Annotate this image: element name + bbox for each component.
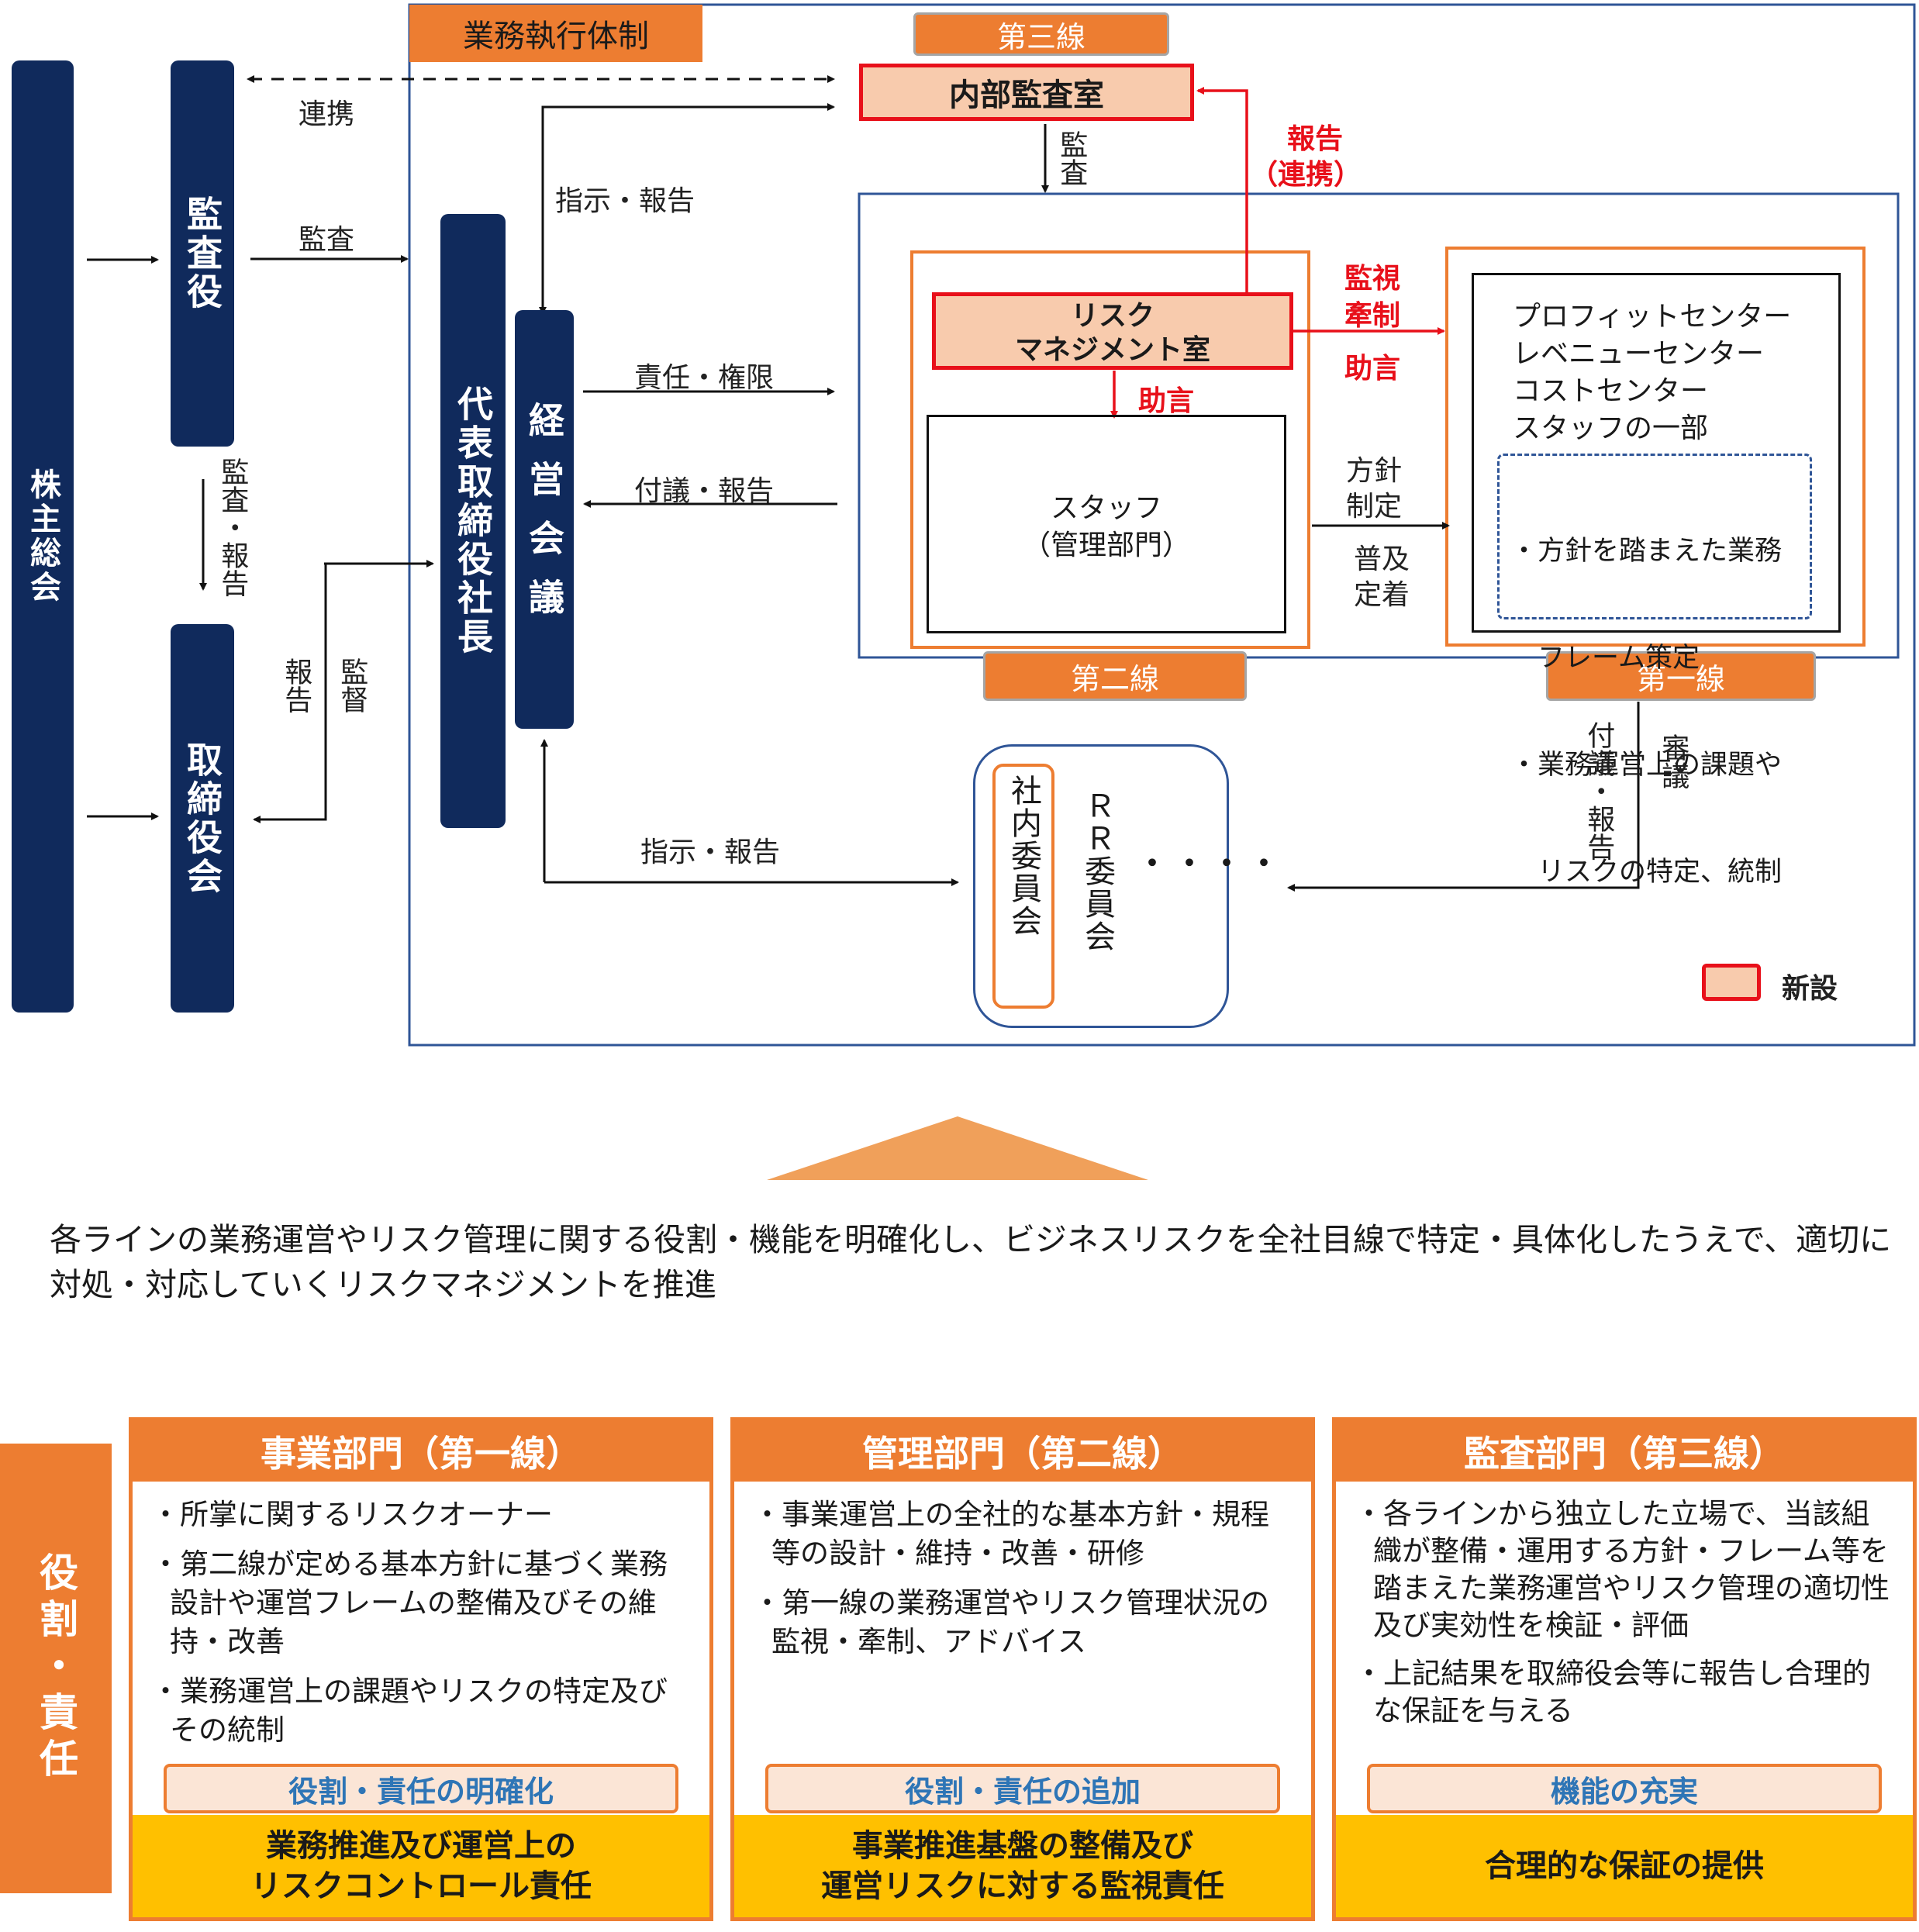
column-audit-pill: 機能の充実 [1367, 1764, 1882, 1813]
summary-text: 各ラインの業務運営やリスク管理に関する役割・機能を明確化し、ビジネスリスクを全社… [50, 1221, 1892, 1303]
first-line-duties: ・方針を踏まえた業務 フレーム策定 ・業務運営上の課題や リスクの特定、統制 [1497, 454, 1812, 888]
roles-side-label: 役割・責任 [0, 1444, 112, 1893]
staff-box: スタッフ（管理部門） [927, 415, 1286, 633]
shareholders-meeting: 株主総会 [12, 60, 74, 1013]
column-audit-title: 監査部門（第三線） [1336, 1421, 1913, 1482]
execution-frame [408, 3, 1916, 1047]
column-audit-footer: 合理的な保証の提供 [1336, 1815, 1913, 1917]
label-renkei: 連携 [299, 98, 355, 130]
label-sekinin: 責任・権限 [634, 362, 775, 394]
third-line-tag: 第三線 [913, 12, 1169, 56]
column-management: 管理部門（第二線） ・事業運営上の全社的な基本方針・規程等の設計・維持・改善・研… [730, 1417, 1315, 1921]
column-business: 事業部門（第一線） ・所掌に関するリスクオーナー ・第二線が定める基本方針に基づ… [129, 1417, 713, 1921]
label-jogen-right: 助言 [1344, 353, 1401, 385]
committees-group: 社内委員会 ＲＲ委員会 ・・・・ [973, 744, 1279, 1028]
first-line-frame [1445, 247, 1866, 647]
label-kansa-inner: 監査 [1055, 130, 1088, 186]
management-meeting: 経営会議 [515, 310, 574, 729]
label-teichaku: 定着 [1354, 579, 1410, 611]
risk-management-office: リスクマネジメント室 [932, 292, 1293, 370]
column-business-title: 事業部門（第一線） [133, 1421, 709, 1482]
internal-committee: 社内委員会 [992, 764, 1054, 1009]
label-kantoku: 監督 [336, 657, 368, 713]
column-business-footer: 業務推進及び運営上のリスクコントロール責任 [133, 1815, 709, 1917]
label-shingi: 審議 [1657, 733, 1689, 789]
column-management-title: 管理部門（第二線） [734, 1421, 1311, 1482]
label-jogen-down: 助言 [1138, 385, 1195, 417]
board-of-directors: 取締役会 [171, 624, 234, 1013]
column-business-pill: 役割・責任の明確化 [164, 1764, 678, 1813]
label-fugi-houkoku-v: 付議・報告 [1582, 721, 1615, 861]
label-kansa-houkoku: 監査・報告 [216, 457, 249, 597]
second-line-frame [910, 250, 1310, 649]
inner-frame [858, 192, 1900, 659]
first-line-box: プロフィットセンター レベニューセンター コストセンター スタッフの一部 ・方針… [1472, 273, 1841, 888]
label-houkoku: 報告 [280, 657, 312, 713]
label-shiji-houkoku-top: 指示・報告 [555, 185, 695, 217]
second-line-tag: 第二線 [983, 651, 1247, 701]
label-houkoku-red: 報告 [1286, 123, 1343, 155]
execution-label: 業務執行体制 [409, 5, 702, 62]
label-kanshi: 監視 [1344, 263, 1401, 295]
diagram-connectors [87, 3, 1916, 1047]
column-audit: 監査部門（第三線） ・各ラインから独立した立場で、当該組織が整備・運用する方針・… [1332, 1417, 1917, 1921]
label-seitei: 制定 [1346, 491, 1403, 523]
column-management-bullets: ・事業運営上の全社的な基本方針・規程等の設計・維持・改善・研修 ・第一線の業務運… [753, 1498, 1269, 1658]
column-management-pill: 役割・責任の追加 [765, 1764, 1280, 1813]
more-committees: ・・・・ [1137, 846, 1286, 881]
up-triangle [767, 1116, 1148, 1180]
label-renkei-red: （連携） [1250, 159, 1362, 191]
label-hoshin: 方針 [1346, 455, 1403, 487]
label-fugi: 付議・報告 [634, 475, 775, 507]
column-audit-bullets: ・各ラインから独立した立場で、当該組織が整備・運用する方針・フレーム等を踏まえた… [1355, 1497, 1890, 1727]
legend-label: 新設 [1782, 973, 1838, 1005]
column-management-footer: 事業推進基盤の整備及び運営リスクに対する監視責任 [734, 1815, 1311, 1917]
rr-committee: ＲＲ委員会 [1079, 790, 1115, 953]
label-shiji-houkoku-bottom: 指示・報告 [640, 837, 781, 868]
label-fukyu: 普及 [1354, 543, 1410, 575]
legend-swatch [1702, 964, 1761, 1001]
first-line-tag: 第一線 [1546, 651, 1816, 701]
representative-director: 代表取締役社長 [440, 214, 506, 828]
column-business-bullets: ・所掌に関するリスクオーナー ・第二線が定める基本方針に基づく業務設計や運営フレ… [151, 1498, 668, 1747]
internal-audit-office: 内部監査室 [859, 64, 1194, 121]
label-kansa: 監査 [299, 224, 355, 256]
label-kensei: 牽制 [1344, 300, 1401, 332]
auditor: 監査役 [171, 60, 234, 447]
profit-center-list: プロフィットセンター レベニューセンター コストセンター スタッフの一部 [1513, 301, 1792, 444]
